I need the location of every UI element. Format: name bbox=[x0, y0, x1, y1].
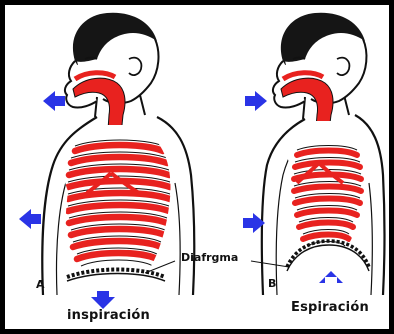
breathing-illustration bbox=[5, 5, 389, 329]
arrow-diaphragm-up-b bbox=[319, 271, 343, 283]
arrow-mouth-a bbox=[43, 91, 65, 111]
label-pointer-b bbox=[251, 261, 289, 267]
caption-expiration: Espiración bbox=[291, 301, 369, 314]
arrow-diaphragm-down-a bbox=[91, 291, 115, 309]
panel-a-letter: A bbox=[36, 279, 45, 290]
diaphragm-label: Diafrgma bbox=[181, 252, 238, 263]
panel-b-letter: B bbox=[268, 278, 276, 289]
breathing-diagram: A B inspiración Espiración Diafrgma bbox=[5, 5, 389, 329]
panel-a-figure bbox=[42, 13, 194, 295]
caption-inspiration: inspiración bbox=[67, 309, 150, 322]
arrow-chest-left-a bbox=[19, 209, 41, 229]
lungs-a bbox=[55, 115, 185, 285]
panel-b-figure bbox=[262, 13, 385, 295]
arrow-mouth-b bbox=[245, 91, 267, 111]
